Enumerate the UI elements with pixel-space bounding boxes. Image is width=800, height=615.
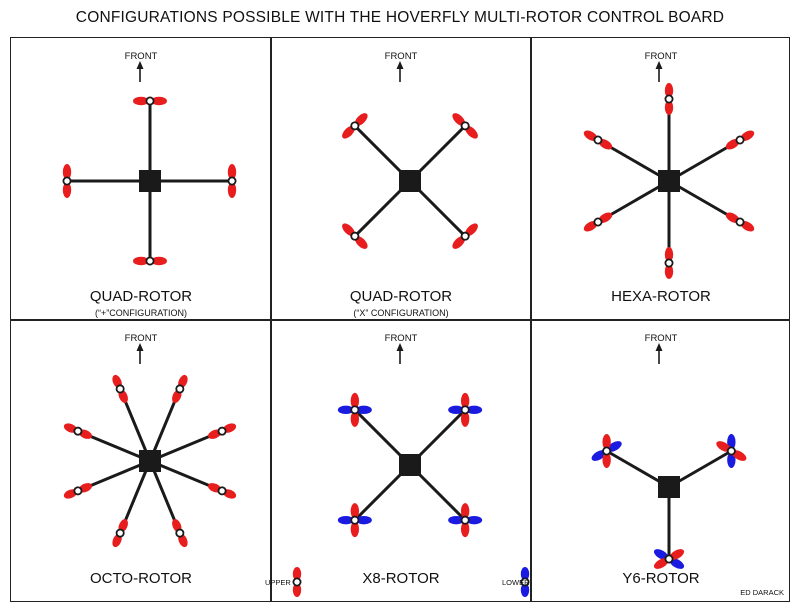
front-arrow-head [655,61,663,69]
legend-upper-propeller [292,567,302,597]
control-board [399,454,421,476]
panel-label: QUAD-ROTOR [89,288,193,305]
front-label: FRONT [384,51,418,62]
motor-hub [460,121,470,131]
motor-hub [73,426,83,436]
motor-hub [217,486,227,496]
propeller [62,164,72,198]
motor-hub [145,96,155,106]
motor-hub [460,231,470,241]
motor-hub [664,94,674,104]
control-board [399,170,421,192]
motor-hub [735,217,745,227]
lower-propeller [448,515,483,525]
panel-sublabel: (“+”CONFIGURATION) [94,308,188,318]
propeller [133,256,167,266]
motor-hub [217,426,227,436]
panel-quad-x: FRONT QUAD-ROTOR (“X” CONFIGURATION) [271,38,531,319]
x8-diagram [292,343,530,597]
front-label: FRONT [644,333,678,344]
quad-plus-diagram [62,61,237,266]
control-board [658,476,680,498]
frame-arm [667,179,742,224]
front-label: FRONT [124,333,158,344]
legend-lower-label: LOWER [502,578,530,587]
upper-propeller [716,441,747,461]
panel-label: HEXA-ROTOR [611,288,711,305]
propeller [133,96,167,106]
front-arrow-head [136,61,144,69]
front-arrow-head [136,343,144,351]
panel-label: QUAD-ROTOR [349,288,453,305]
upper-propeller [350,392,360,427]
control-board [658,170,680,192]
upper-propeller [460,392,470,427]
front-arrow-head [396,61,404,69]
front-label: FRONT [384,333,418,344]
propeller [664,247,674,279]
front-label: FRONT [124,51,158,62]
upper-propeller [460,503,470,538]
motor-hub [735,135,745,145]
propeller [664,83,674,115]
lower-propeller [337,515,372,525]
upper-propeller [350,503,360,538]
panel-label: Y6-ROTOR [622,570,700,587]
lower-propeller [337,405,372,415]
legend-upper-label: UPPER [265,578,291,587]
panel-label: OCTO-ROTOR [90,570,192,587]
legend-lower-propeller [520,567,530,597]
motor-hub [175,384,185,394]
panel-sublabel: (“X” CONFIGURATION) [353,308,449,318]
diagram-title: CONFIGURATIONS POSSIBLE WITH THE HOVERFL… [75,9,725,26]
motor-hub [350,405,360,415]
motor-hub [664,554,674,564]
front-arrow-head [655,343,663,351]
panel-x8: FRONT X8-ROTOR [271,320,531,601]
lower-propeller [448,405,483,415]
front-arrow-head [396,343,404,351]
y6-diagram [591,343,747,569]
panel-y6: FRONT Y6-ROTOR [531,320,791,601]
octo-diagram [63,343,237,548]
motor-hub [593,135,603,145]
frame-arm [596,138,671,183]
motor-hub [460,515,470,525]
lower-propeller [653,549,685,569]
motor-hub [350,515,360,525]
motor-hub [73,486,83,496]
motor-hub [726,446,736,456]
motor-hub [520,577,530,587]
motor-hub [350,121,360,131]
motor-hub [664,258,674,268]
quad-x-diagram [342,61,478,249]
motor-hub [350,231,360,241]
control-board [139,450,161,472]
motor-hub [602,446,612,456]
motor-hub [175,528,185,538]
hexa-diagram [583,61,755,279]
panel-label: X8-ROTOR [362,570,440,587]
control-board [139,170,161,192]
motor-hub [62,176,72,186]
propeller [227,164,237,198]
upper-propeller [602,434,611,468]
credit: ED DARACK [740,588,784,597]
motor-hub [115,528,125,538]
motor-hub [145,256,155,266]
front-label: FRONT [644,51,678,62]
lower-propeller [591,441,622,461]
motor-hub [460,405,470,415]
motor-hub [115,384,125,394]
panel-hexa: FRONT HEXA-ROTOR [531,38,791,319]
motor-hub [593,217,603,227]
configuration-grid: FRONT QUAD-ROTOR (“+”CONFIGURATION) FRON… [10,37,790,602]
motor-hub [227,176,237,186]
panel-octo: FRONT OCTO-ROTOR [11,320,271,601]
upper-propeller [653,549,685,569]
grid-divider [11,319,789,321]
motor-hub [292,577,302,587]
panel-quad-plus: FRONT QUAD-ROTOR (“+”CONFIGURATION) [11,38,271,319]
